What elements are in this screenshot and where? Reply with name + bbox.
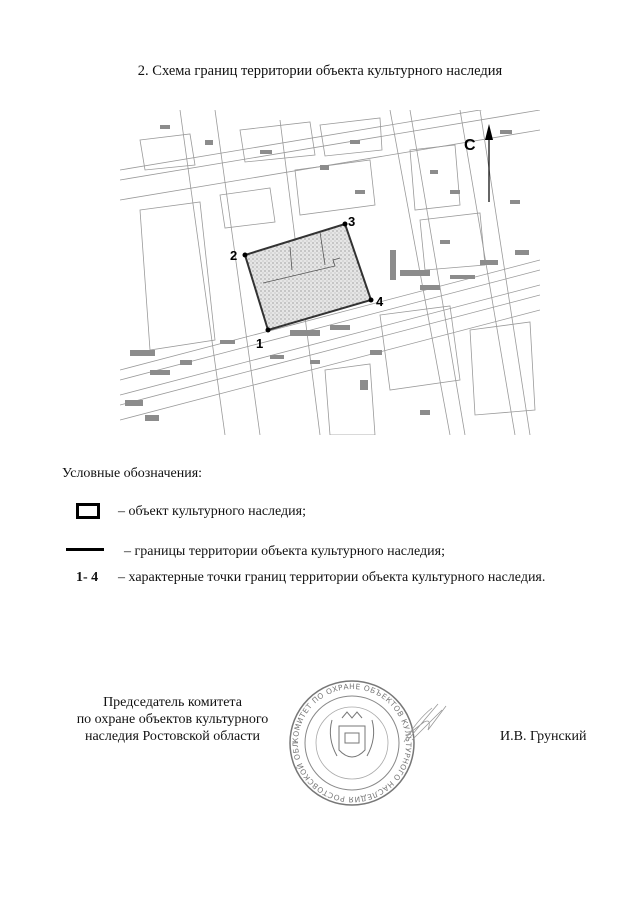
document-title: 2. Схема границ территории объекта культ… [137,63,503,79]
north-arrow-icon [485,124,493,202]
point-label-3: 3 [348,214,355,229]
legend-item-object: – объект культурного наследия; [118,504,306,519]
handwritten-signature-icon [402,700,452,750]
position-line-1: Председатель комитета [103,695,242,710]
boundary-line-symbol-icon [66,548,104,551]
legend-title: Условные обозначения: [62,466,203,481]
legend-item-points: – характерные точки границ территории об… [118,570,546,585]
signatory-position: Председатель комитета по охране объектов… [60,694,285,745]
north-label: С [464,137,476,154]
position-line-2: по охране объектов культурного [76,712,269,727]
legend-item-boundary: – границы территории объекта культурного… [124,544,445,559]
points-symbol: 1- 4 [76,570,99,585]
point-label-1: 1 [256,336,263,351]
official-stamp-icon: КОМИТЕТ ПО ОХРАНЕ ОБЪЕКТОВ КУЛЬТУРНОГО Н… [283,671,417,808]
point-label-2: 2 [230,248,237,263]
heritage-object-symbol-icon [76,503,100,519]
site-plan-map: 1 2 3 4 С [120,110,540,435]
signatory-name: И.В. Грунский [500,729,587,744]
map-annotations [125,125,529,421]
territory-boundary [243,222,373,332]
point-label-4: 4 [376,294,384,309]
position-line-3: наследия Ростовской области [84,729,261,744]
